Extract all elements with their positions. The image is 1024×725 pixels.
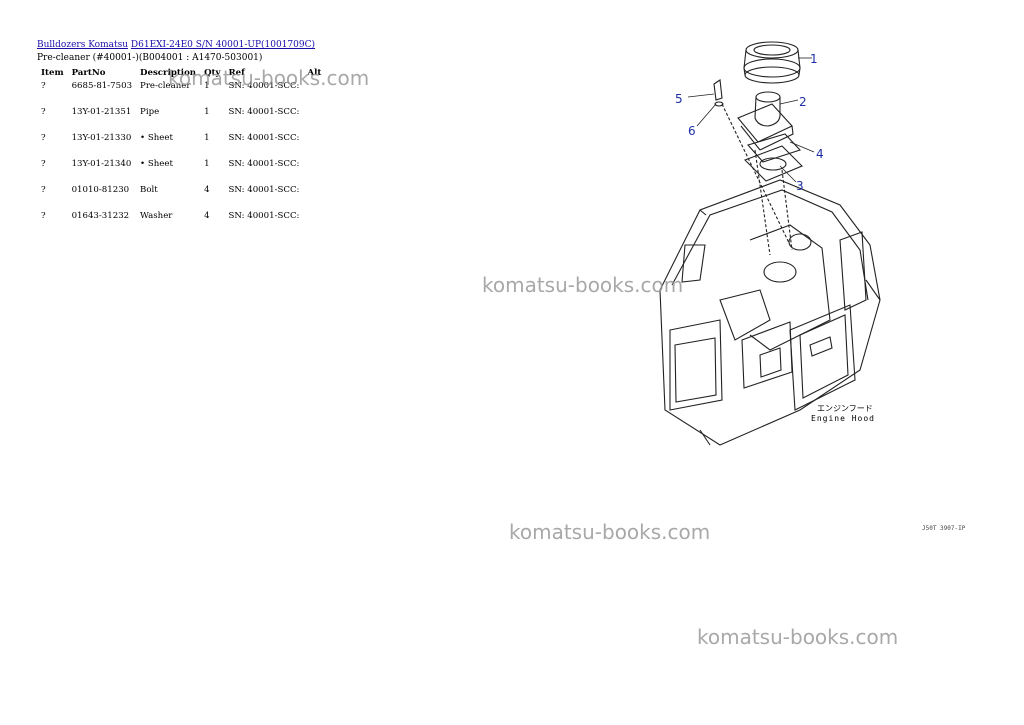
- cell-description: Washer: [140, 211, 173, 221]
- diagram-label-japanese: エンジンフード: [817, 404, 873, 413]
- callout-5: 5: [675, 92, 683, 106]
- page-subtitle: Pre-cleaner (#40001-)(B004001 : A1470-50…: [37, 53, 263, 63]
- header-alt: Alt: [307, 68, 322, 78]
- cell-ref: SN: 40001-SCC:: [228, 211, 300, 221]
- cell-description: Pipe: [140, 107, 160, 117]
- callout-6: 6: [688, 124, 696, 138]
- callout-4: 4: [816, 147, 824, 161]
- watermark-text: komatsu-books.com: [482, 273, 684, 297]
- table-row: ? 01643-31232 Washer 4 SN: 40001-SCC:: [37, 210, 325, 236]
- cell-partno: 01010-81230: [71, 185, 130, 195]
- diagram-code: J50T 3907-IP: [922, 525, 966, 532]
- table-row: ? 13Y-01-21351 Pipe 1 SN: 40001-SCC:: [37, 106, 325, 132]
- cell-ref: SN: 40001-SCC:: [228, 107, 300, 117]
- cell-qty: 1: [204, 81, 210, 91]
- table-header-row: Item PartNo Description Qty Ref Alt: [37, 66, 325, 80]
- pre-cleaner-part: [743, 41, 801, 84]
- sheet-part-4: [747, 133, 801, 163]
- breadcrumb-link-model[interactable]: D61EXI-24E0 S/N 40001-UP(1001709C): [130, 40, 315, 50]
- cell-description: Pre-cleaner: [140, 81, 191, 91]
- cell-alt: [303, 132, 325, 158]
- cell-item: ?: [41, 107, 46, 117]
- parts-table: Item PartNo Description Qty Ref Alt ? 66…: [37, 66, 325, 236]
- cell-ref: SN: 40001-SCC:: [228, 81, 300, 91]
- watermark-text: komatsu-books.com: [697, 625, 899, 649]
- breadcrumb-link-category[interactable]: Bulldozers Komatsu: [37, 40, 129, 50]
- cell-description: Bolt: [140, 185, 158, 195]
- cell-partno: 6685-81-7503: [71, 81, 133, 91]
- header-ref: Ref: [228, 68, 245, 78]
- header-partno: PartNo: [71, 68, 106, 78]
- table-row: ? 13Y-01-21330 • Sheet 1 SN: 40001-SCC:: [37, 132, 325, 158]
- cell-ref: SN: 40001-SCC:: [228, 185, 300, 195]
- table-row: ? 6685-81-7503 Pre-cleaner 1 SN: 40001-S…: [37, 80, 325, 106]
- cell-qty: 4: [204, 185, 210, 195]
- cell-partno: 13Y-01-21330: [71, 133, 132, 143]
- table-row: ? 13Y-01-21340 • Sheet 1 SN: 40001-SCC:: [37, 158, 325, 184]
- cell-description: • Sheet: [140, 133, 173, 143]
- header-item: Item: [41, 68, 64, 78]
- diagram-label-english: Engine Hood: [811, 414, 875, 423]
- cell-alt: [303, 184, 325, 210]
- cell-item: ?: [41, 185, 46, 195]
- watermark-text: komatsu-books.com: [168, 66, 370, 90]
- watermark-text: komatsu-books.com: [509, 520, 711, 544]
- cell-description: • Sheet: [140, 159, 173, 169]
- cell-alt: [303, 210, 325, 236]
- sheet-part-3: [744, 145, 803, 182]
- header-description: Description: [140, 68, 197, 78]
- cell-item: ?: [41, 133, 46, 143]
- table-row: ? 01010-81230 Bolt 4 SN: 40001-SCC:: [37, 184, 325, 210]
- cell-alt: [303, 158, 325, 184]
- breadcrumb: Bulldozers Komatsu D61EXI-24E0 S/N 40001…: [37, 40, 315, 50]
- engine-hood-body: [659, 179, 881, 446]
- pipe-part: [737, 91, 794, 151]
- cell-partno: 13Y-01-21351: [71, 107, 132, 117]
- cell-qty: 1: [204, 107, 210, 117]
- callout-2: 2: [799, 95, 807, 109]
- cell-alt: [303, 106, 325, 132]
- cell-partno: 13Y-01-21340: [71, 159, 132, 169]
- cell-item: ?: [41, 81, 46, 91]
- cell-qty: 1: [204, 159, 210, 169]
- bolt-washer-part: [713, 79, 724, 107]
- cell-ref: SN: 40001-SCC:: [228, 133, 300, 143]
- cell-qty: 4: [204, 211, 210, 221]
- cell-item: ?: [41, 159, 46, 169]
- callout-1: 1: [810, 52, 818, 66]
- cell-qty: 1: [204, 133, 210, 143]
- cell-item: ?: [41, 211, 46, 221]
- cell-ref: SN: 40001-SCC:: [228, 159, 300, 169]
- cell-partno: 01643-31232: [71, 211, 130, 221]
- engine-hood-diagram: 1 2 3 4 5 6: [659, 41, 881, 446]
- callout-3: 3: [796, 179, 804, 193]
- header-qty: Qty: [204, 68, 221, 78]
